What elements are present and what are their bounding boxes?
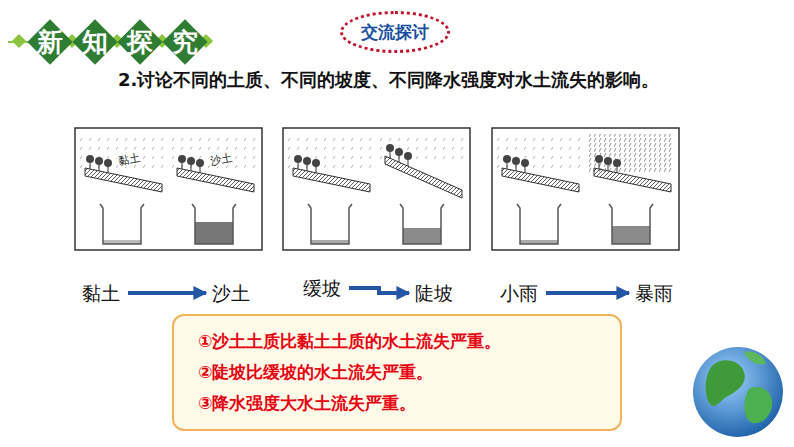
conclusion-box: ①沙土土质比黏土土质的水土流失严重。②陡坡比缓坡的水土流失严重。③降水强度大水土…: [172, 314, 622, 431]
rain-panel: [492, 128, 679, 250]
node-text: 小雨: [500, 281, 540, 305]
node-text: 交流探讨: [361, 21, 429, 44]
topic-oval: 交流探讨: [340, 11, 450, 53]
condition-label: 沙土: [212, 281, 252, 305]
node-text: 新知探究: [37, 26, 219, 58]
flow-arrow: [349, 288, 409, 293]
flow-arrow: [546, 291, 629, 295]
node-text: ③降水强度大水土流失严重。: [198, 388, 596, 419]
condition-label: 小雨: [500, 281, 540, 305]
node-text: 黏土: [82, 281, 122, 305]
node-text: ①沙土土质比黏土土质的水土流失严重。: [198, 326, 596, 357]
condition-label: 缓坡: [303, 276, 343, 300]
question-text: 2.讨论不同的土质、不同的坡度、不同降水强度对水土流失的影响。: [118, 68, 659, 92]
node-text: ②陡坡比缓坡的水土流失严重。: [198, 357, 596, 388]
flow-arrow: [128, 291, 206, 295]
section-banner: 新知探究: [37, 26, 219, 58]
soil-panel: [75, 128, 262, 250]
condition-label: 陡坡: [415, 281, 455, 305]
condition-label: 黏土: [82, 281, 122, 305]
condition-label: 暴雨: [635, 281, 675, 305]
node-text: 陡坡: [415, 281, 455, 305]
globe: [693, 347, 783, 437]
slope-panel: [283, 128, 470, 250]
node-text: 缓坡: [303, 276, 343, 300]
node-text: 暴雨: [635, 281, 675, 305]
node-text: 沙土: [212, 281, 252, 305]
